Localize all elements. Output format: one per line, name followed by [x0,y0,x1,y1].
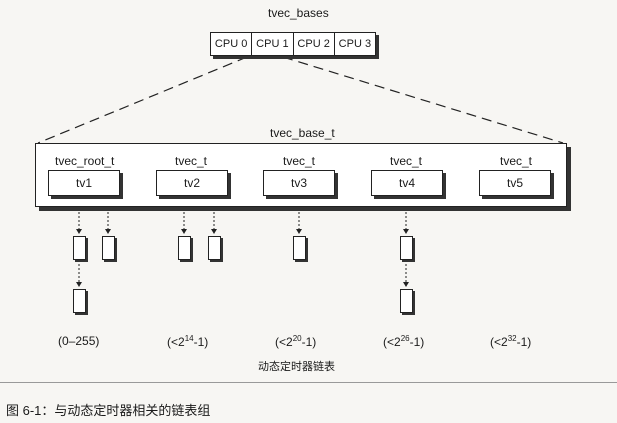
zoom-line-left [37,56,248,144]
arrow-tv3 [296,229,302,234]
cpu-cell-2: CPU 2 [294,33,335,55]
range-label-tv1: (0–255) [58,334,100,348]
vector-box-tv2: tv2 [156,170,228,196]
arrow-tv1-a [76,229,82,234]
diagram-caption: 动态定时器链表 [258,361,335,373]
zoom-line-right [282,56,564,144]
vector-type-label-3: tvec_t [283,154,316,168]
range-label-tv5: (<232-1) [490,334,532,349]
list-node [73,236,86,260]
range-label-tv4: (<226-1) [383,334,425,349]
vector-type-label-1: tvec_root_t [55,154,115,168]
list-node [102,236,115,260]
list-node [208,236,221,260]
vector-type-label-5: tvec_t [500,154,533,168]
tvec-base-label: tvec_base_t [270,126,335,140]
list-node [293,236,306,260]
cpu-cell-1: CPU 1 [252,33,294,55]
arrow-tv2-a [181,229,187,234]
list-node [400,236,413,260]
list-node [178,236,191,260]
arrow-tv1-c [76,282,82,287]
cpu-array: CPU 0 CPU 1 CPU 2 CPU 3 [210,32,376,56]
figure-caption: 图 6-1：与动态定时器相关的链表组 [6,403,211,418]
range-label-tv3: (<220-1) [275,334,317,349]
list-node [400,289,413,313]
arrow-tv1-b [105,229,111,234]
divider [0,382,617,383]
vector-box-tv5: tv5 [479,170,551,196]
arrow-tv4-a [403,229,409,234]
arrow-tv2-b [211,229,217,234]
vector-box-tv3: tv3 [263,170,335,196]
tvec-bases-label: tvec_bases [268,6,329,20]
cpu-cell-0: CPU 0 [211,33,253,55]
range-label-tv2: (<214-1) [167,334,209,349]
cpu-cell-3: CPU 3 [338,38,372,50]
vector-box-tv4: tv4 [371,170,443,196]
arrow-tv4-b [403,282,409,287]
vector-box-tv1: tv1 [48,170,120,196]
list-node [73,289,86,313]
vector-type-label-2: tvec_t [175,154,208,168]
vector-type-label-4: tvec_t [390,154,423,168]
